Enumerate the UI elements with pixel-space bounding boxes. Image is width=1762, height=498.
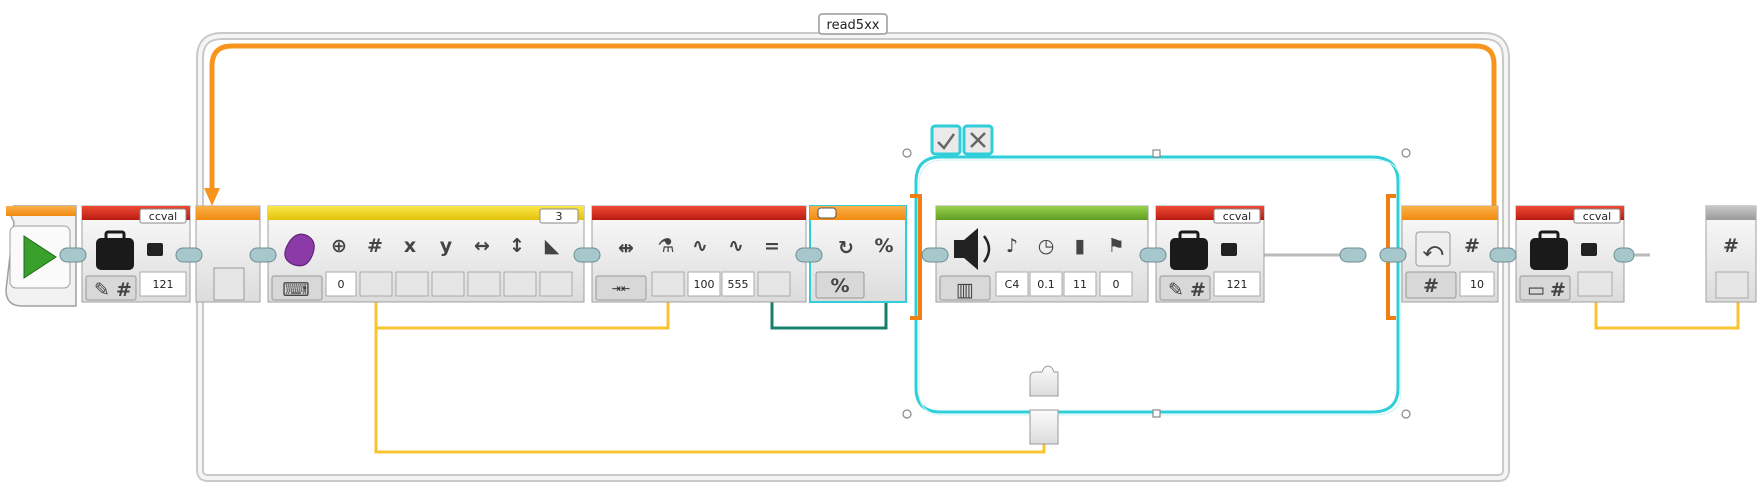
switch-header-block[interactable]: ↻ % % — [809, 205, 907, 303]
range-icon: ⇹ — [618, 237, 634, 259]
x-icon — [970, 132, 986, 148]
vertical-arrow-icon: ↕ — [509, 235, 525, 257]
switch-true-tab[interactable] — [930, 124, 962, 156]
numeric-icon: # — [1723, 235, 1739, 257]
loop-interrupt-count-field[interactable] — [1459, 271, 1495, 297]
piano-icon: ▥ — [956, 279, 974, 301]
check-icon — [937, 133, 956, 150]
sound-note: C4 — [1005, 278, 1020, 291]
numeric-small-icon: # — [1423, 275, 1439, 297]
numeric-output-block[interactable]: # — [1705, 205, 1757, 303]
sound-volume: 11 — [1073, 278, 1087, 291]
sensor-threshold-value: 0 — [338, 278, 345, 291]
compare-block[interactable]: ⇹ ⚗ ∿ ∿ = ⇥⇤ 100 555 — [591, 205, 807, 303]
equals-icon: = — [764, 235, 780, 257]
test-tube-icon: ⚗ — [657, 235, 674, 257]
variable-final-mode-selector[interactable] — [1519, 275, 1571, 301]
loop-name-tab[interactable]: read5xx — [818, 13, 888, 35]
pencil-icon: ✎ — [94, 279, 110, 301]
switch-handles[interactable] — [902, 148, 1411, 419]
wave-low-icon: ∿ — [692, 235, 708, 257]
sound-duration: 0.1 — [1037, 278, 1055, 291]
numeric-icon: # — [367, 235, 383, 257]
sound-mode-selector[interactable] — [939, 275, 991, 301]
briefcase-icon — [1530, 230, 1568, 270]
x-axis-icon: x — [404, 235, 416, 257]
variable-final-name: ccval — [1583, 210, 1611, 223]
volume-icon: ▮ — [1075, 235, 1085, 257]
small-briefcase-icon — [1581, 243, 1597, 256]
briefcase-icon — [1170, 230, 1208, 270]
small-briefcase-icon — [147, 243, 163, 256]
start-block[interactable] — [5, 205, 77, 307]
loop-interrupt-block[interactable]: ⤺ # # 10 — [1401, 205, 1499, 303]
sound-note-field[interactable] — [995, 271, 1029, 297]
sensor-threshold-field[interactable] — [325, 271, 357, 297]
sound-play-type-field[interactable] — [1099, 271, 1133, 297]
sound-block[interactable]: ♪ ◷ ▮ ⚑ ▥ C4 0.1 11 0 — [935, 205, 1149, 303]
switch-false-tab[interactable] — [962, 124, 994, 156]
loop-interrupt-mode-selector[interactable] — [1405, 271, 1457, 299]
sensor-port: 3 — [556, 210, 563, 223]
loop-name-label: read5xx — [827, 18, 880, 33]
sound-play-type: 0 — [1113, 278, 1120, 291]
note-icon: ♪ — [1006, 235, 1018, 257]
book-icon: ▭ — [1527, 279, 1545, 301]
loop-interrupt-count: 10 — [1470, 278, 1484, 291]
sound-duration-field[interactable] — [1029, 271, 1063, 297]
keypad-icon: ⌨ — [282, 279, 309, 301]
sensor-mode-selector[interactable] — [271, 275, 323, 301]
variable-final-block[interactable]: ccval ▭ # — [1515, 205, 1625, 303]
briefcase-icon — [96, 230, 134, 270]
sensor-icon — [284, 233, 315, 267]
numeric-icon: # — [1550, 279, 1566, 301]
switch-mode-selector[interactable] — [815, 271, 865, 299]
logic-icon: % — [874, 235, 893, 257]
sound-volume-field[interactable] — [1063, 271, 1097, 297]
threshold-icon: ⊕ — [331, 235, 347, 257]
variable-read-name: ccval — [149, 210, 177, 223]
play-icon — [23, 235, 57, 279]
compare-value-b: 555 — [728, 278, 749, 291]
y-axis-icon: y — [440, 235, 453, 257]
pencil-icon: ✎ — [1168, 279, 1184, 301]
switch-arrow-icon: ↻ — [838, 237, 854, 259]
compare-value-a: 100 — [694, 278, 715, 291]
small-briefcase-icon — [1221, 243, 1237, 256]
variable-write-name: ccval — [1223, 210, 1251, 223]
compare-value-a-field[interactable] — [687, 271, 721, 297]
variable-write-mode-selector[interactable] — [1159, 275, 1211, 301]
numeric-icon: # — [1464, 235, 1480, 257]
switch-plug — [1029, 365, 1059, 445]
variable-write-block[interactable]: ccval ✎ # 121 — [1155, 205, 1265, 303]
horizontal-arrow-icon: ↔ — [474, 235, 490, 257]
range-small-icon: ⇥⇤ — [612, 282, 630, 295]
variable-write-value: 121 — [1227, 278, 1248, 291]
compare-mode-selector[interactable] — [595, 275, 647, 301]
numeric-icon: # — [116, 279, 132, 301]
compare-value-b-field[interactable] — [721, 271, 755, 297]
timer-icon: ◷ — [1038, 235, 1055, 257]
finish-flag-icon: ⚑ — [1107, 235, 1124, 257]
loop-frame[interactable] — [196, 32, 1510, 482]
mode-selector[interactable] — [85, 275, 137, 301]
angle-icon: ◣ — [545, 235, 560, 257]
sequence-connectors — [59, 247, 1635, 263]
sensor-block[interactable]: 3 ⊕ # x y ↔ ↕ ◣ ⌨ 0 — [267, 205, 585, 303]
numeric-icon: # — [1190, 279, 1206, 301]
variable-read-value: 121 — [153, 278, 174, 291]
variable-write-value-field[interactable] — [1213, 271, 1261, 297]
wave-high-icon: ∿ — [728, 235, 744, 257]
variable-read-block[interactable]: ccval ✎ # 121 — [81, 205, 191, 303]
logic-small-icon: % — [830, 275, 849, 297]
speaker-icon — [954, 228, 991, 270]
loop-interrupt-icon: ⤺ — [1423, 239, 1444, 261]
variable-read-value-field[interactable] — [139, 271, 187, 297]
loop-start-block[interactable] — [195, 205, 261, 303]
